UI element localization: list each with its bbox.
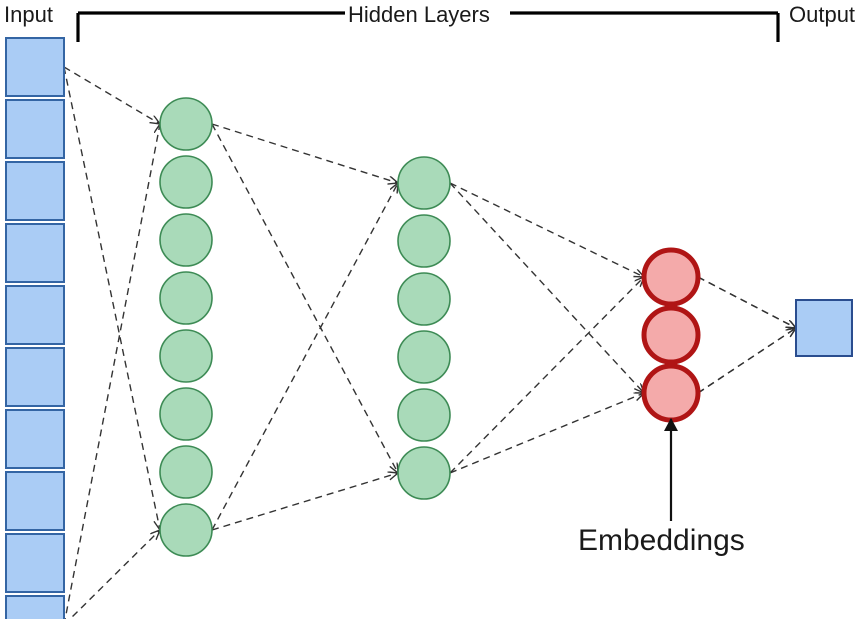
connection-line bbox=[211, 183, 398, 531]
node-input-4 bbox=[5, 223, 65, 283]
output-layer-label: Output bbox=[789, 2, 856, 27]
node-input-6 bbox=[5, 347, 65, 407]
node-hidden-2-2 bbox=[397, 214, 451, 268]
node-hidden-2-4 bbox=[397, 330, 451, 384]
node-input-7 bbox=[5, 409, 65, 469]
node-hidden-1-1 bbox=[159, 97, 213, 151]
node-input-2 bbox=[5, 99, 65, 159]
node-hidden-1-7 bbox=[159, 445, 213, 499]
connection-line bbox=[697, 328, 796, 394]
node-input-5 bbox=[5, 285, 65, 345]
connection-line bbox=[63, 66, 160, 124]
node-hidden-1-5 bbox=[159, 329, 213, 383]
hidden-layers-label: Hidden Layers bbox=[348, 2, 490, 27]
hidden-layers-bracket bbox=[76, 11, 780, 42]
node-hidden-2-3 bbox=[397, 272, 451, 326]
node-input-10 bbox=[5, 595, 65, 619]
connection-line bbox=[449, 277, 644, 474]
input-layer-label: Input bbox=[4, 2, 53, 27]
connection-line bbox=[449, 182, 644, 277]
connection-line bbox=[211, 473, 398, 531]
node-input-8 bbox=[5, 471, 65, 531]
node-input-1 bbox=[5, 37, 65, 97]
connection-line bbox=[697, 276, 796, 328]
connection-line bbox=[211, 123, 398, 473]
embeddings-annotation-label: Embeddings bbox=[578, 524, 745, 557]
connection-lines-group bbox=[63, 66, 796, 619]
node-embeddings-1 bbox=[641, 247, 701, 307]
connection-line bbox=[63, 66, 160, 530]
node-hidden-2-6 bbox=[397, 446, 451, 500]
node-hidden-1-3 bbox=[159, 213, 213, 267]
node-embeddings-2 bbox=[641, 305, 701, 365]
node-hidden-1-4 bbox=[159, 271, 213, 325]
node-input-9 bbox=[5, 533, 65, 593]
connection-line bbox=[211, 123, 398, 183]
node-hidden-1-8 bbox=[159, 503, 213, 557]
connection-line bbox=[449, 182, 644, 393]
node-hidden-2-5 bbox=[397, 388, 451, 442]
node-hidden-1-2 bbox=[159, 155, 213, 209]
connection-line bbox=[449, 393, 644, 474]
node-embeddings-3 bbox=[641, 363, 701, 423]
node-hidden-1-6 bbox=[159, 387, 213, 441]
node-output-1 bbox=[795, 299, 853, 357]
node-hidden-2-1 bbox=[397, 156, 451, 210]
network-nodes-group bbox=[5, 37, 853, 619]
node-input-3 bbox=[5, 161, 65, 221]
connection-line bbox=[69, 530, 160, 619]
connection-line bbox=[64, 124, 160, 619]
